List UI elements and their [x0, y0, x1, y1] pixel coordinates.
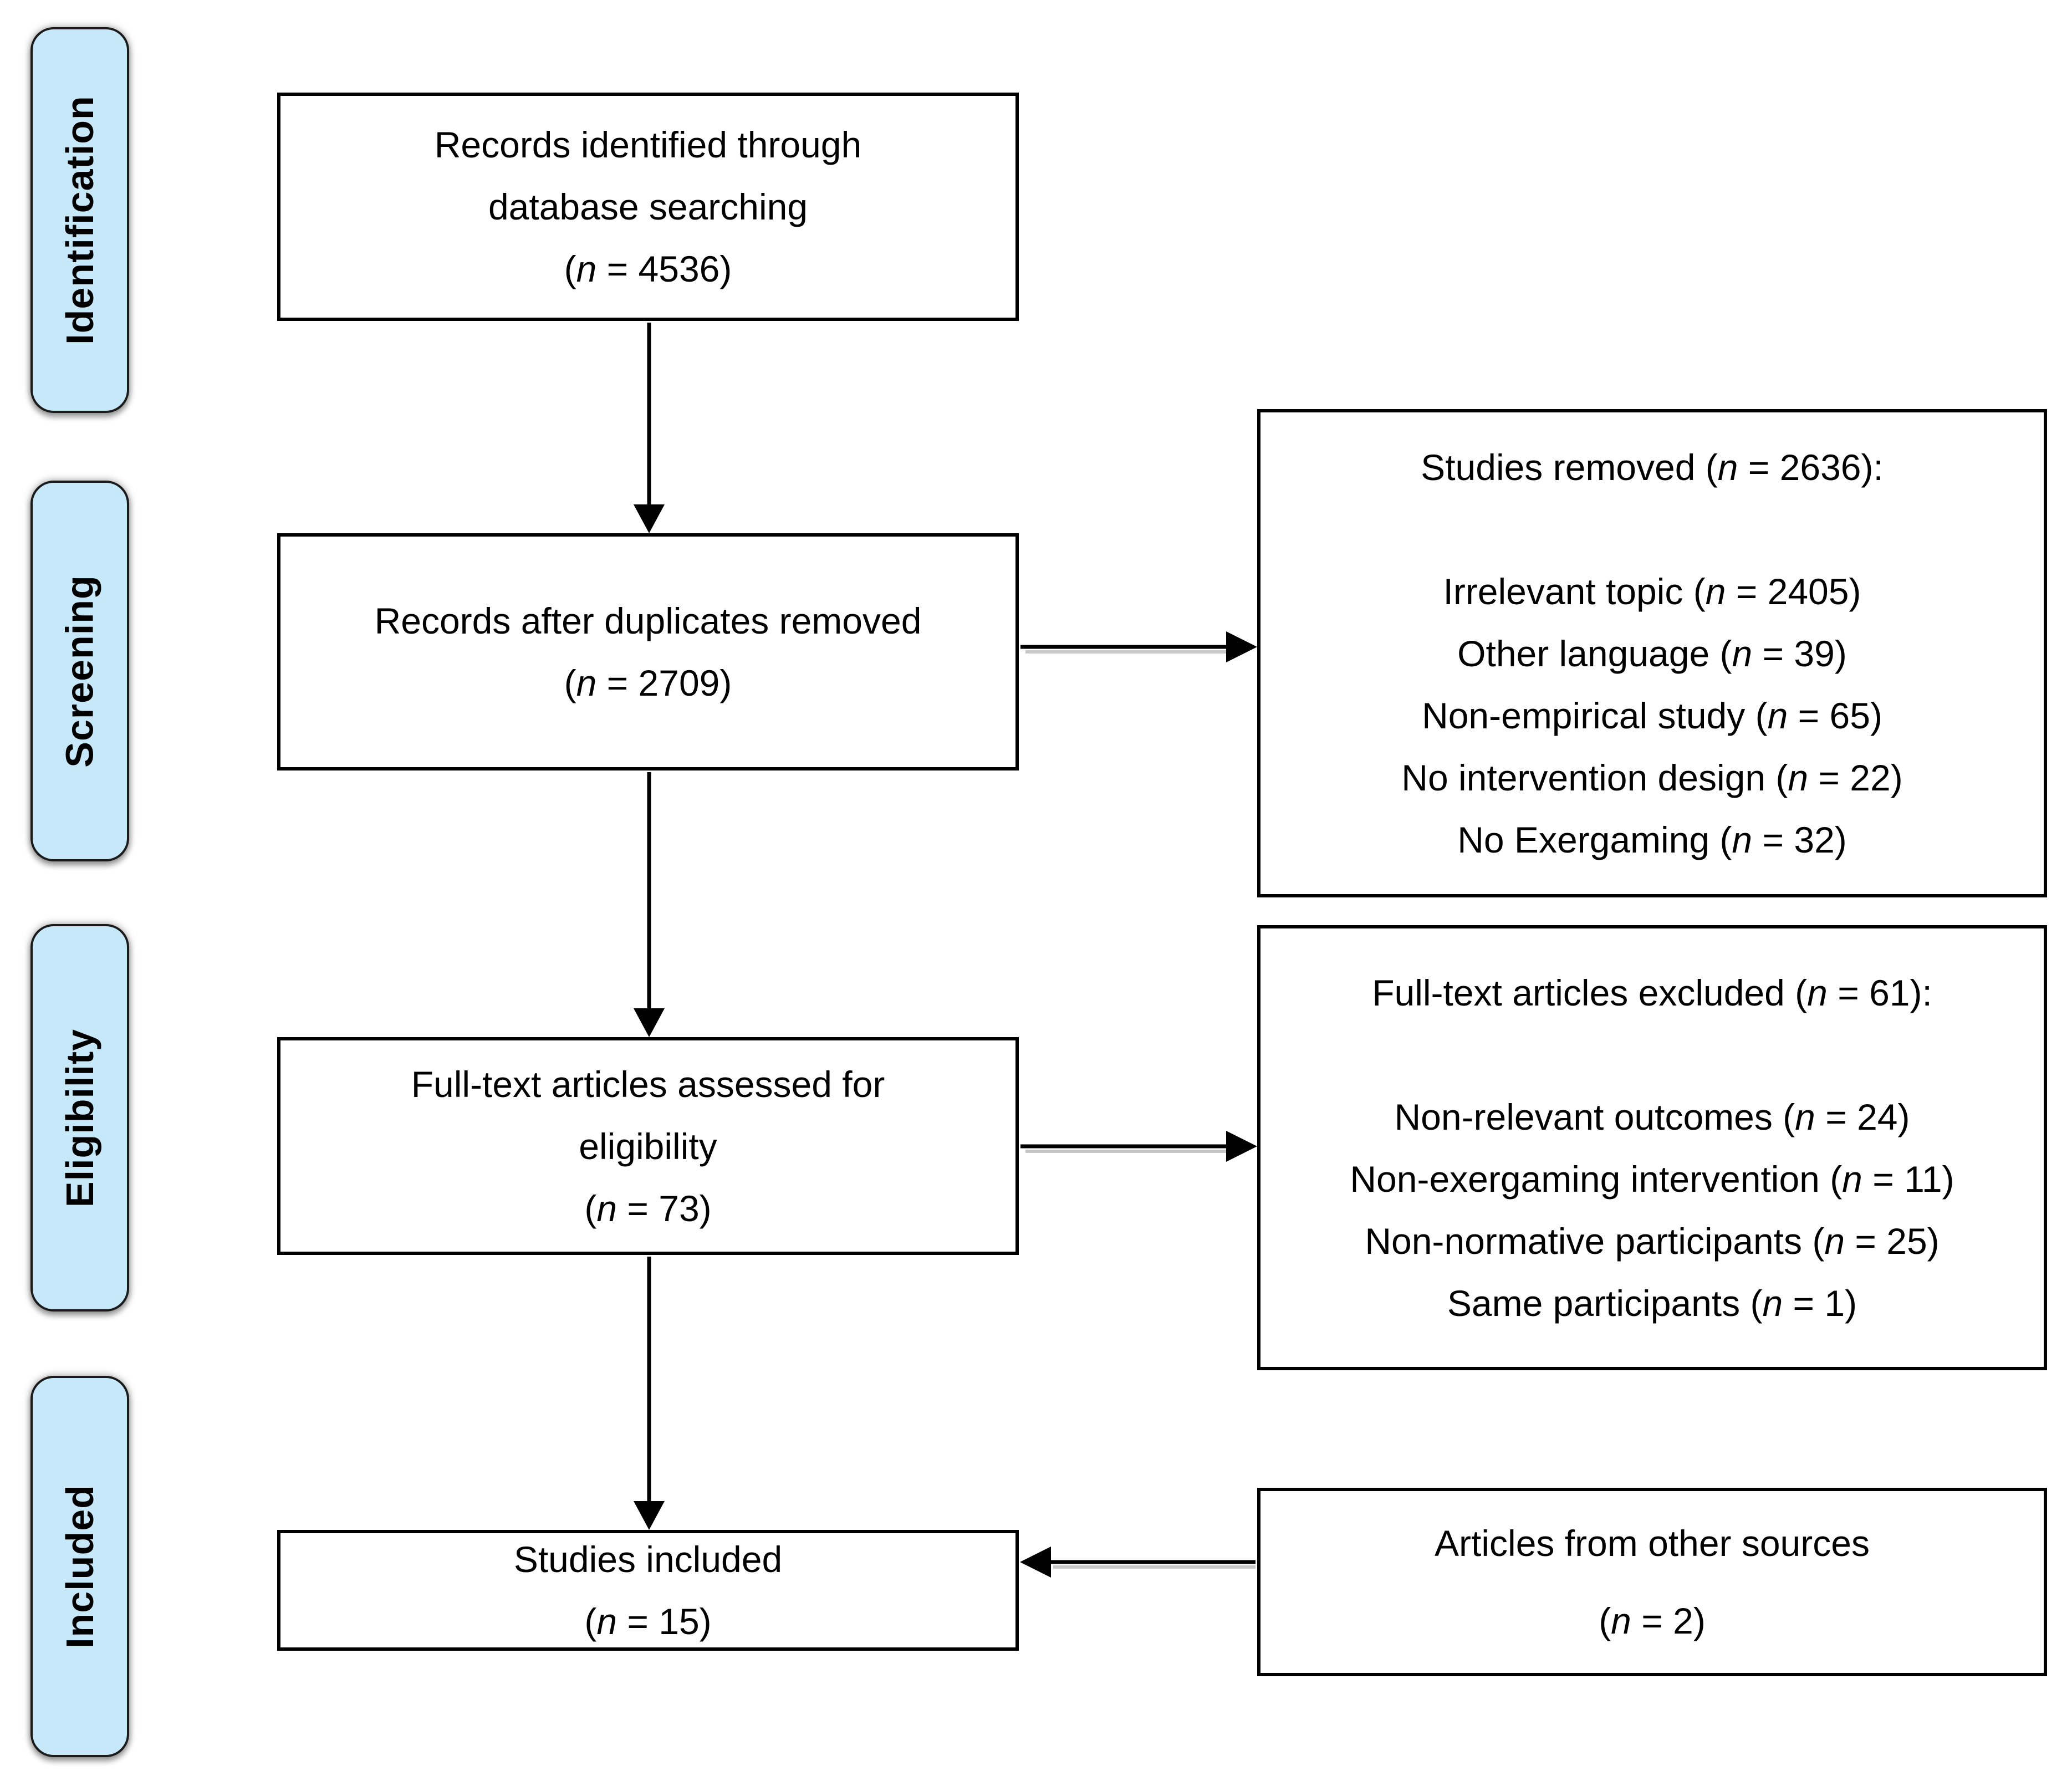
exclusion-title: Full-text articles excluded (n = 61):: [1372, 972, 1932, 1013]
arrowhead-down-icon: [634, 504, 665, 533]
exclusion-title: Studies removed (n = 2636):: [1421, 446, 1884, 488]
text-line: Non-empirical study (n = 65): [1422, 695, 1882, 736]
text-line: Non-exergaming intervention (n = 11): [1350, 1158, 1954, 1200]
text-line: eligibility: [579, 1125, 717, 1167]
exclusion-box-studies-removed: Studies removed (n = 2636): Irrelevant t…: [1257, 409, 2047, 897]
arrowhead-right-icon: [1226, 631, 1257, 662]
text-line: (n = 2): [1599, 1600, 1706, 1641]
arrowhead-left-icon: [1020, 1547, 1051, 1578]
stage-tab-included: Included: [30, 1376, 129, 1757]
source-items: (n = 2): [1599, 1590, 1706, 1652]
text-line: Non-relevant outcomes (n = 24): [1394, 1096, 1910, 1137]
arrowhead-down-icon: [634, 1501, 665, 1530]
text-line: (n = 4536): [564, 248, 732, 289]
stage-label-eligibility: Eligibility: [58, 1028, 102, 1207]
flow-box-fulltext-assessed: Full-text articles assessed for eligibili…: [277, 1037, 1019, 1255]
flow-box-records-after-duplicates: Records after duplicates removed (n = 270…: [277, 533, 1019, 770]
stage-tab-eligibility: Eligibility: [30, 924, 129, 1311]
stage-label-included: Included: [58, 1484, 102, 1649]
text-line: Records identified through: [434, 124, 862, 165]
text-line: Other language (n = 39): [1457, 632, 1847, 674]
arrowhead-down-icon: [634, 1008, 665, 1037]
flow-box-records-identified: Records identified through database searc…: [277, 93, 1019, 321]
text-line: No Exergaming (n = 32): [1457, 819, 1847, 860]
text-line: Full-text articles assessed for: [411, 1063, 885, 1105]
stage-label-screening: Screening: [58, 574, 102, 768]
text-line: Studies included: [513, 1539, 783, 1580]
exclusion-items: Non-relevant outcomes (n = 24) Non-exerga…: [1350, 1086, 1954, 1334]
text-line: Irrelevant topic (n = 2405): [1443, 570, 1861, 612]
text-line: No intervention design (n = 22): [1401, 757, 1903, 798]
exclusion-box-fulltext-excluded: Full-text articles excluded (n = 61): No…: [1257, 925, 2047, 1370]
text-line: (n = 15): [584, 1601, 712, 1642]
stage-tab-screening: Screening: [30, 481, 129, 861]
source-box-articles-other-sources: Articles from other sources (n = 2): [1257, 1488, 2047, 1676]
flow-box-studies-included: Studies included (n = 15): [277, 1530, 1019, 1651]
stage-label-identification: Identification: [58, 95, 101, 345]
arrowhead-right-icon: [1226, 1131, 1257, 1162]
text-line: (n = 2709): [564, 662, 732, 703]
text-line: Same participants (n = 1): [1447, 1282, 1857, 1324]
text-line: (n = 73): [584, 1187, 712, 1229]
source-title: Articles from other sources: [1435, 1523, 1870, 1564]
text-line: Records after duplicates removed: [374, 600, 922, 641]
text-line: Non-normative participants (n = 25): [1365, 1220, 1940, 1262]
exclusion-items: Irrelevant topic (n = 2405) Other languag…: [1401, 560, 1902, 871]
text-line: database searching: [488, 186, 808, 227]
stage-tab-identification: Identification: [30, 27, 129, 413]
